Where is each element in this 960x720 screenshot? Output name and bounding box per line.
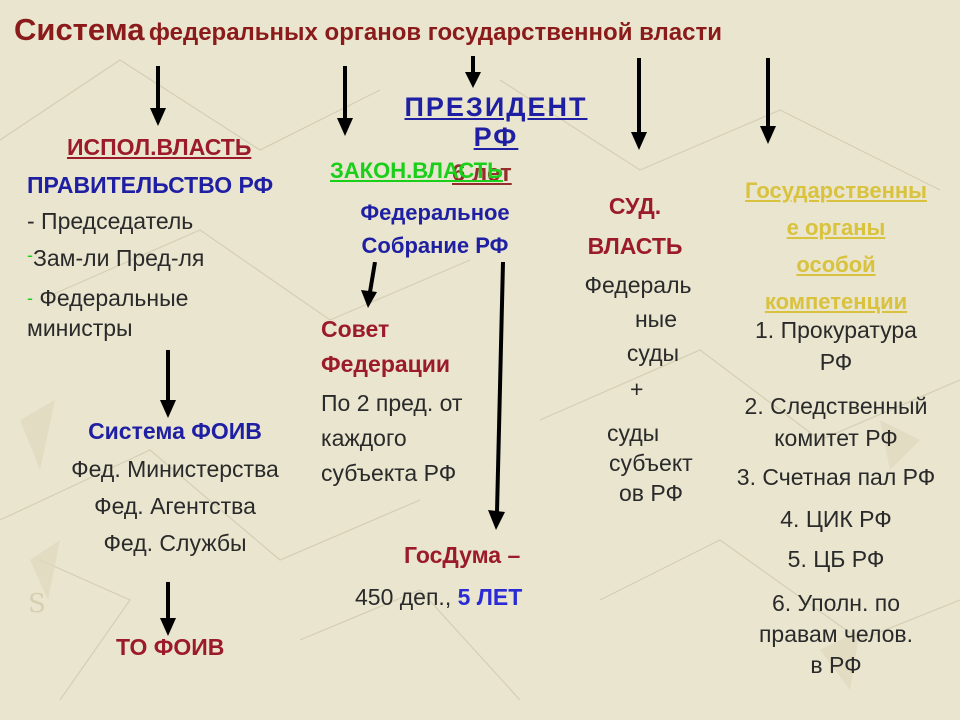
federal-courts-line-1: Федераль <box>584 272 692 298</box>
special-body-investigative-committee: 2. Следственный комитет РФ <box>722 390 950 454</box>
territorial-foiv-label: ТО ФОИВ <box>116 634 225 660</box>
special-body-ombudsman: 6. Уполн. по правам челов. в РФ <box>722 588 950 681</box>
president-heading: ПРЕЗИДЕНТ РФ <box>384 92 608 152</box>
federal-courts-line-2: ные <box>634 306 678 332</box>
president-line-2: РФ <box>473 122 519 152</box>
government-label: ПРАВИТЕЛЬСТВО РФ <box>27 172 274 198</box>
state-duma-description: 450 деп., 5 ЛЕТ <box>355 584 522 611</box>
executive-dash: - <box>27 245 33 265</box>
regional-courts-line-2: субъект <box>609 450 693 476</box>
executive-item-deputies-text: Зам-ли Пред-ля <box>33 245 205 271</box>
federation-council-text-2: каждого <box>321 425 407 451</box>
federation-council-heading: Совет Федерации <box>321 312 450 382</box>
special-body-prosecutor: 1. Прокуратура РФ <box>722 314 950 378</box>
foiv-item-services: Фед. Службы <box>103 530 247 556</box>
special-body-investigative-line-2: комитет РФ <box>774 425 898 451</box>
arrow-to-legislative <box>337 66 353 136</box>
federal-courts-line-3: суды <box>626 340 680 366</box>
special-body-cec: 4. ЦИК РФ <box>780 506 892 532</box>
arrow-to-territorial-foiv <box>160 582 176 636</box>
foiv-heading: Система ФОИВ <box>88 418 262 444</box>
arrow-to-federation-council <box>361 262 377 308</box>
page-title: Система федеральных органов государствен… <box>14 12 722 48</box>
executive-item-ministers-line-2: министры <box>27 315 133 341</box>
arrow-to-executive <box>150 66 166 126</box>
judicial-plus: + <box>630 376 644 402</box>
regional-courts-line-3: ов РФ <box>619 480 683 506</box>
executive-heading: ИСПОЛ.ВЛАСТЬ <box>67 134 252 160</box>
president-line-1: ПРЕЗИДЕНТ <box>404 92 588 122</box>
special-body-central-bank: 5. ЦБ РФ <box>787 546 885 572</box>
regional-courts-label: суды субъект ов РФ <box>607 418 693 508</box>
federal-assembly-line-2: Собрание РФ <box>361 233 509 258</box>
federal-courts-label: Федераль ные суды <box>568 268 708 370</box>
compass-letter-decoration: S <box>28 589 46 619</box>
arrow-to-state-duma <box>488 262 505 530</box>
special-body-prosecutor-line-1: 1. Прокуратура <box>755 317 917 343</box>
executive-dash-2: - <box>27 288 33 308</box>
title-word-1: Система <box>14 12 145 47</box>
special-bodies-heading-line-2: е органы <box>786 215 886 240</box>
special-body-ombudsman-line-3: в РФ <box>810 652 862 678</box>
state-duma-heading: ГосДума – <box>404 542 521 568</box>
federation-council-line-1: Совет <box>321 316 390 342</box>
arrow-to-judicial <box>631 58 647 150</box>
state-duma-deputies: 450 деп., <box>355 584 452 610</box>
regional-courts-line-1: суды <box>607 420 660 446</box>
executive-item-ministers: - Федеральные министры <box>27 283 188 343</box>
federal-assembly-label: Федеральное Собрание РФ <box>330 196 540 262</box>
arrow-to-special-bodies <box>760 58 776 144</box>
state-duma-term: 5 ЛЕТ <box>457 584 523 610</box>
special-bodies-heading-line-1: Государственны <box>745 178 927 203</box>
executive-item-deputies: -Зам-ли Пред-ля <box>27 245 204 272</box>
special-bodies-heading-line-4: компетенции <box>764 289 908 314</box>
federal-assembly-line-1: Федеральное <box>360 200 510 225</box>
legislative-heading: ЗАКОН.ВЛАСТЬ <box>330 158 503 183</box>
special-body-ombudsman-line-1: 6. Уполн. по <box>771 590 901 616</box>
judicial-heading-line-2: ВЛАСТЬ <box>587 233 683 259</box>
executive-item-ministers-line-1: Федеральные <box>39 285 189 311</box>
federation-council-text-1: По 2 пред. от <box>321 390 463 416</box>
arrow-to-president <box>465 56 481 88</box>
federation-council-text-3: субъекта РФ <box>321 460 457 486</box>
judicial-heading-line-1: СУД. <box>608 193 662 219</box>
special-body-investigative-line-1: 2. Следственный <box>744 393 928 419</box>
special-body-prosecutor-line-2: РФ <box>819 349 853 375</box>
special-body-ombudsman-line-2: правам челов. <box>758 621 914 647</box>
special-body-audit-chamber: 3. Счетная пал РФ <box>736 464 936 490</box>
special-bodies-heading-line-3: особой <box>796 252 876 277</box>
title-rest: федеральных органов государственной влас… <box>148 19 723 46</box>
federation-council-description: По 2 пред. от каждого субъекта РФ <box>321 386 462 491</box>
president-term: 6 лет <box>452 160 512 187</box>
executive-item-chairman: - Председатель <box>27 208 194 234</box>
foiv-item-agencies: Фед. Агентства <box>94 493 256 519</box>
judicial-heading: СУД. ВЛАСТЬ <box>560 186 710 266</box>
special-bodies-heading: Государственны е органы особой компетенц… <box>722 172 950 320</box>
foiv-item-ministries: Фед. Министерства <box>71 456 279 482</box>
arrow-to-foiv-system <box>160 350 176 418</box>
federation-council-line-2: Федерации <box>321 351 451 377</box>
